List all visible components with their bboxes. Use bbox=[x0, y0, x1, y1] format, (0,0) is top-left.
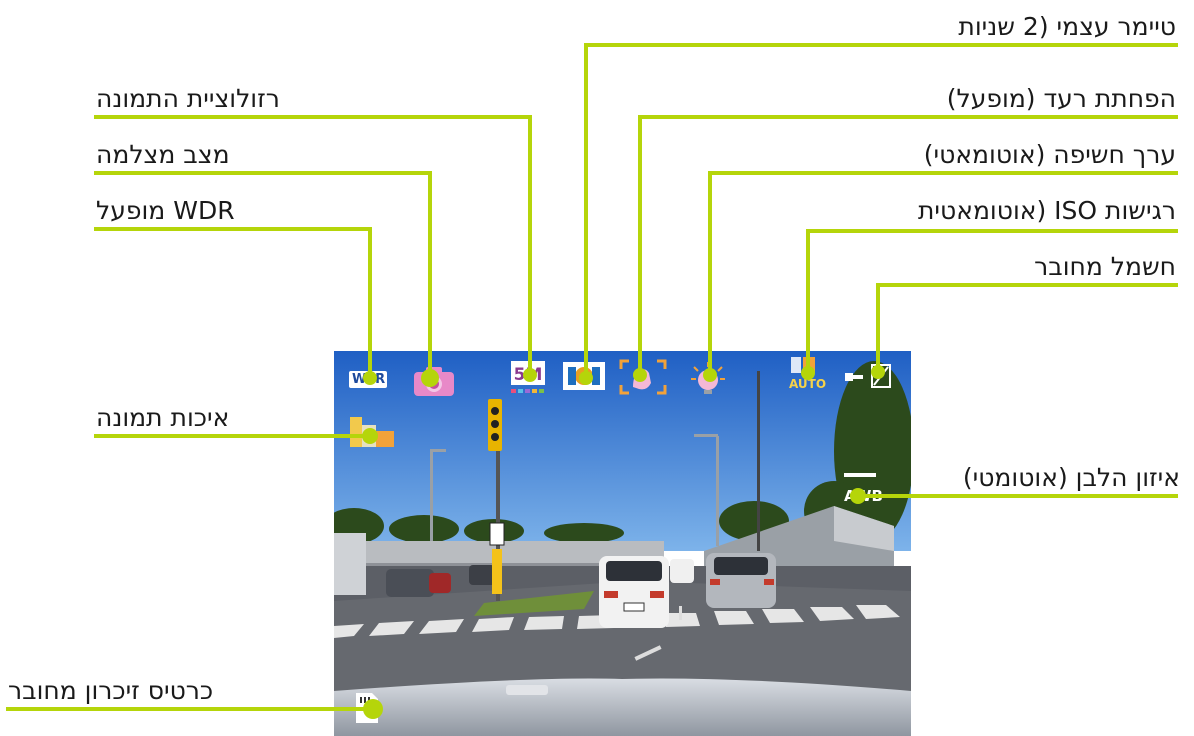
iso-label: רגישות ISO (אוטומאטית bbox=[918, 196, 1176, 225]
shake-reduction-label: הפחתת רעד (מופעל) bbox=[946, 84, 1176, 113]
resolution-label: רזולוציית התמונה bbox=[96, 84, 280, 113]
dashcam-screen: WDR 5M bbox=[334, 351, 911, 736]
power-label: חשמל מחובר bbox=[1034, 252, 1176, 281]
camera-mode-icon bbox=[412, 365, 456, 401]
iso-auto-text: AUTO bbox=[789, 377, 827, 391]
memory-card-label: כרטיס זיכרון מחובר bbox=[8, 676, 214, 705]
white-balance-label: איזון הלבן (אוטומטי) bbox=[962, 463, 1180, 492]
power-icon bbox=[844, 361, 892, 395]
sd-card-icon bbox=[354, 691, 380, 729]
resolution-value: 5M bbox=[514, 365, 543, 385]
shake-reduction-icon bbox=[619, 359, 667, 399]
wdr-icon: WDR bbox=[349, 371, 388, 388]
self-timer-label: טיימר עצמי (2 שניות bbox=[958, 12, 1176, 41]
resolution-icon: 5M bbox=[509, 359, 547, 399]
image-quality-icon bbox=[350, 415, 396, 453]
wdr-leader bbox=[94, 227, 372, 380]
white-balance-icon bbox=[840, 473, 880, 519]
image-quality-label: איכות תמונה bbox=[96, 403, 230, 432]
self-timer-icon bbox=[562, 361, 606, 395]
white-balance-text: AWB bbox=[844, 487, 883, 505]
exposure-label: ערך חשיפה (אוטומאטי) bbox=[923, 140, 1176, 169]
wdr-label: WDR מופעל bbox=[96, 196, 235, 225]
power-leader bbox=[876, 283, 1178, 374]
iso-icon bbox=[789, 355, 819, 379]
exposure-icon bbox=[690, 361, 726, 399]
road-scene-image bbox=[334, 351, 911, 736]
camera-mode-label: מצב מצלמה bbox=[96, 140, 230, 169]
